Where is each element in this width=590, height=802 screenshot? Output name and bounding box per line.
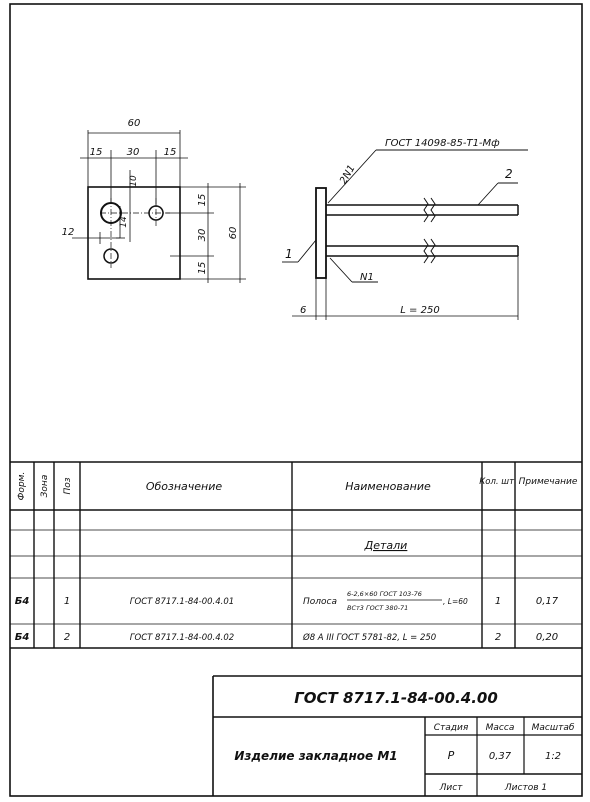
weld-mark: 2N1	[338, 163, 358, 186]
header-designation: Обозначение	[146, 480, 223, 493]
dim-total-width: 60	[128, 118, 141, 129]
weld-standard: ГОСТ 14098-85-Т1-Мф	[385, 138, 500, 149]
row1-pos: 1	[64, 596, 70, 607]
hole-small-bottom	[103, 248, 119, 264]
title-block: ГОСТ 8717.1-84-00.4.00 Изделие закладное…	[212, 675, 582, 796]
row1-designation: ГОСТ 8717.1-84-00.4.01	[130, 597, 234, 607]
dim-right-15-top: 15	[197, 194, 208, 207]
dim-right-offset: 15	[164, 147, 177, 158]
spec-table: Форм. Зона Поз Обозначение Наименование …	[10, 461, 582, 649]
dim-left-offset: 15	[90, 147, 103, 158]
dim-thickness: 6	[300, 305, 306, 316]
header-format: Форм.	[17, 472, 27, 501]
doc-number: ГОСТ 8717.1-84-00.4.00	[294, 689, 498, 707]
plate-view: 60 15 30 15 10 14 12 15 30 15 60	[62, 118, 246, 283]
header-note: Примечание	[519, 477, 578, 487]
row1-name-denominator: ВСт3 ГОСТ 380-71	[347, 604, 408, 612]
doc-title: Изделие закладное М1	[234, 749, 397, 763]
header-pos: Поз	[63, 477, 73, 494]
row1-name-numerator: 6-2,6×60 ГОСТ 103-76	[347, 590, 422, 598]
header-zone: Зона	[40, 475, 50, 498]
callout-n1: N1	[360, 272, 374, 283]
dim-total-height: 60	[228, 227, 239, 240]
header-qty: Кол. шт.	[479, 477, 517, 487]
dim-hole-diameter: 12	[62, 227, 75, 238]
callout-2: 2	[505, 167, 513, 181]
row2-note: 0,20	[536, 632, 558, 643]
row2-qty: 2	[495, 632, 501, 643]
dim-vert-10: 10	[129, 175, 139, 187]
sheets-label: Листов 1	[504, 783, 547, 793]
sheet-frame	[9, 3, 583, 797]
side-view: ГОСТ 14098-85-Т1-Мф 2N1 2 1 N1 6 L = 250	[282, 138, 528, 320]
mass-label: Масса	[486, 723, 515, 733]
dim-right-15-bottom: 15	[197, 262, 208, 275]
dim-center-gap: 30	[127, 147, 140, 158]
callout-1: 1	[285, 247, 293, 261]
row1-name-prefix: Полоса	[303, 597, 337, 607]
dim-length: L = 250	[400, 305, 439, 316]
row2-format: Б4	[15, 632, 30, 643]
row1-qty: 1	[495, 596, 501, 607]
mass-value: 0,37	[489, 751, 512, 762]
header-name: Наименование	[345, 480, 431, 493]
stage-label: Стадия	[434, 723, 469, 733]
section-title: Детали	[364, 539, 408, 552]
scale-value: 1:2	[545, 751, 561, 762]
row2-name: Ø8 А III ГОСТ 5781-82, L = 250	[302, 632, 436, 643]
sheet-label: Лист	[439, 783, 464, 793]
row1-name-suffix: , L=60	[443, 597, 468, 606]
dim-right-30: 30	[197, 229, 208, 242]
row1-format: Б4	[15, 596, 30, 607]
row1-note: 0,17	[536, 596, 559, 607]
scale-label: Масштаб	[532, 723, 575, 733]
stage-value: Р	[448, 749, 455, 762]
row2-pos: 2	[64, 632, 70, 643]
dim-vert-14: 14	[119, 216, 129, 228]
row2-designation: ГОСТ 8717.1-84-00.4.02	[130, 633, 234, 643]
plate-outline	[87, 186, 181, 280]
plate-side	[315, 187, 327, 279]
